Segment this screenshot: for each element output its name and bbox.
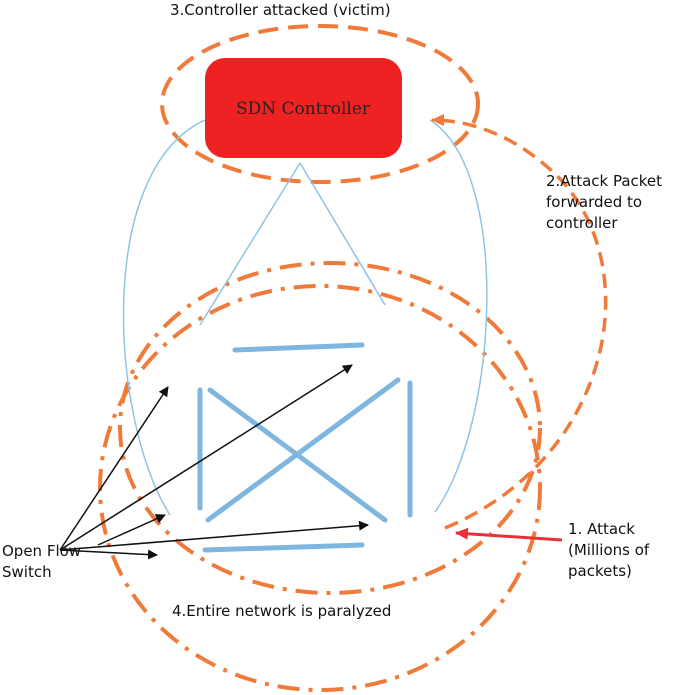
attack-arrow (455, 527, 563, 542)
switch-mesh-links (197, 342, 413, 553)
forward-to-controller-arrow (431, 114, 608, 530)
controller-link-top-right (299, 162, 386, 306)
controller-link-right (429, 119, 488, 513)
switch-pointer-arrows (59, 364, 369, 560)
controller-label: SDN Controller (236, 99, 371, 119)
forwarded-label: 2.Attack Packet forwarded to controller (546, 172, 663, 232)
controller-link-left (122, 119, 206, 516)
controller-box (205, 58, 402, 158)
victim-ellipse (160, 24, 480, 184)
controller-link-top-left (199, 162, 301, 326)
switch-label: Open Flow Switch (2, 542, 82, 581)
sdn-controller: SDN Controller (205, 58, 402, 158)
switch-group-ellipse (118, 261, 542, 595)
paralyzed-label: 4.Entire network is paralyzed (172, 602, 392, 620)
victim-label: 3.Controller attacked (victim) (170, 1, 391, 19)
paralyzed-network-ellipse (98, 284, 542, 692)
attack-label: 1. Attack (Millions of packets) (568, 520, 650, 580)
